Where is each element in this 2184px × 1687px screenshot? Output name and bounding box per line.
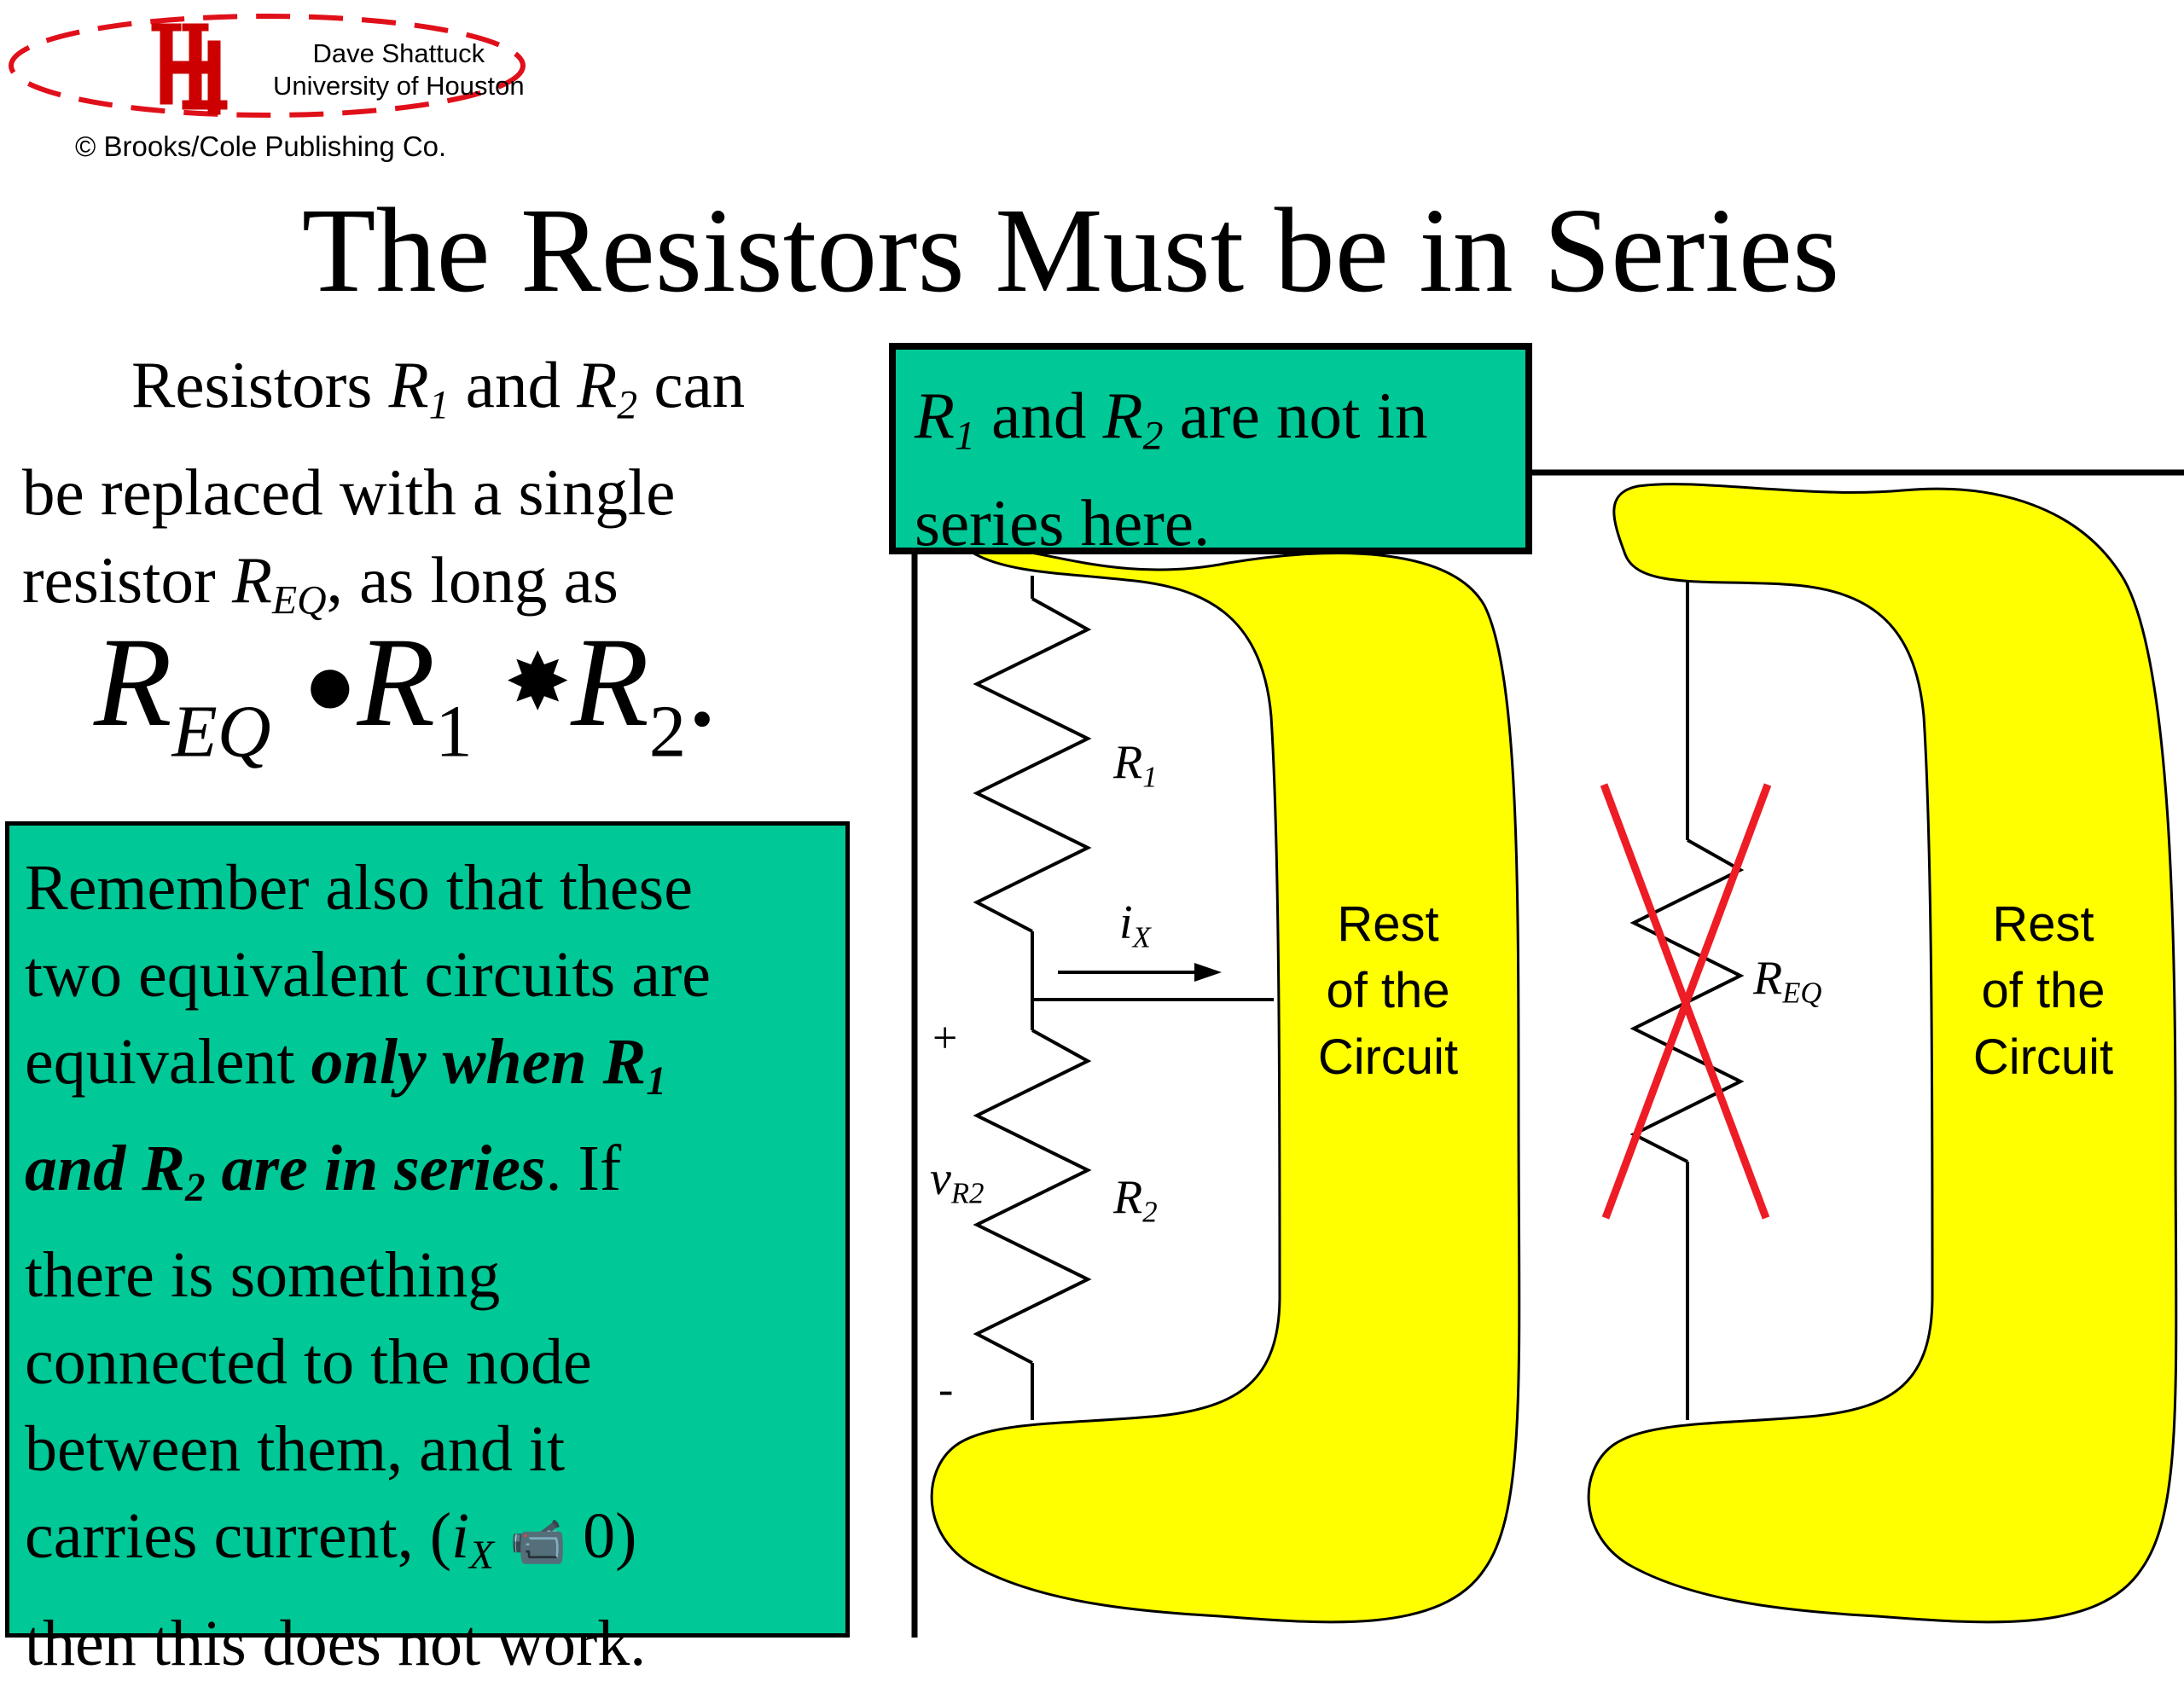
intro-line-3: resistor REQ, as long as <box>22 536 875 644</box>
note-line: carries current, (iX 📹 0) <box>25 1493 834 1599</box>
r1-label-symbol: R <box>1113 736 1143 789</box>
rest-of-circuit-label-left: Rest of the Circuit <box>1281 891 1495 1091</box>
vr2-label-subscript: R2 <box>950 1176 985 1210</box>
note-line: and R2 are in series. If <box>25 1125 834 1232</box>
intro-text: Resistors <box>131 348 389 421</box>
current-arrow-icon <box>1058 963 1222 982</box>
note-emphasis: are in series <box>205 1133 546 1205</box>
r2-symbol: R <box>577 348 618 421</box>
rest-of-circuit-blob-right <box>1587 483 2178 1624</box>
formula-r1-subscript: 1 <box>435 689 473 773</box>
formula-period: . <box>686 612 718 753</box>
intro-text: resistor <box>22 543 232 617</box>
r2-resistor <box>973 1029 1092 1365</box>
circuit-diagram <box>911 469 2184 1638</box>
callout-r1: R <box>915 379 956 452</box>
r2-subscript: 2 <box>617 382 638 428</box>
logo-caption: Dave Shattuck University of Houston <box>273 38 525 102</box>
rest-of-circuit-blob-left <box>930 547 1521 1624</box>
intro-line-2: be replaced with a single <box>22 455 676 530</box>
ix-label-subscript: X <box>1132 920 1151 954</box>
r1-symbol: R <box>388 348 429 421</box>
vr2-label: vR2 <box>930 1151 984 1210</box>
callout-text: are not in <box>1163 379 1428 452</box>
series-formula: REQ ●R1 ✸R2. <box>94 618 718 768</box>
rest-label-line: Circuit <box>1972 1029 2114 1085</box>
r2-label: R2 <box>1113 1170 1158 1229</box>
rest-label-line: of the <box>1981 963 2106 1018</box>
callout-line-2: series here. <box>915 486 1211 560</box>
note-line: two equivalent circuits are <box>25 939 712 1011</box>
req-label-symbol: R <box>1753 952 1783 1005</box>
callout-line-1: R1 and R2 are not in <box>915 372 1517 479</box>
cross-out-mark <box>1600 783 1772 1220</box>
formula-req-subscript: EQ <box>171 689 271 773</box>
intro-text: and <box>449 348 578 421</box>
req-symbol: R <box>231 543 272 617</box>
note-subscript: 2 <box>184 1166 206 1211</box>
note-line: there is something <box>25 1239 501 1312</box>
req-subscript: EQ <box>271 577 327 623</box>
formula-r2-subscript: 2 <box>648 689 687 773</box>
note-subscript: 1 <box>646 1059 666 1104</box>
note-line: Remember also that these <box>25 852 693 924</box>
note-emphasis: only when R <box>311 1026 647 1098</box>
r2-label-subscript: 2 <box>1142 1195 1158 1229</box>
rest-label-line: Rest <box>1992 896 2094 952</box>
note-line: connected to the node <box>25 1326 592 1399</box>
callout-r1-subscript: 1 <box>955 413 975 459</box>
note-ix-subscript: X <box>469 1533 494 1579</box>
slide-title: The Resistors Must be in Series <box>301 183 1840 317</box>
note-line: between them, and it <box>25 1413 566 1486</box>
ix-label: iX <box>1119 896 1151 954</box>
req-label-subscript: EQ <box>1782 976 1822 1010</box>
logo-dashed-ellipse <box>9 14 526 118</box>
camera-glyph-icon: 📹 <box>509 1517 567 1568</box>
intro-text: can <box>637 348 746 421</box>
author-name: Dave Shattuck <box>312 38 485 68</box>
rest-of-circuit-label-right: Rest of the Circuit <box>1937 891 2150 1091</box>
plus-sign: + <box>932 1014 958 1063</box>
callout-box: R1 and R2 are not in series here. <box>889 343 1532 559</box>
callout-r2: R <box>1102 379 1143 452</box>
vr2-label-symbol: v <box>930 1152 951 1205</box>
req-label: REQ <box>1753 951 1822 1010</box>
ix-label-symbol: i <box>1119 896 1133 949</box>
intro-line-1: Resistors R1 and R2 can <box>22 341 875 449</box>
note-text: equivalent <box>25 1026 311 1098</box>
rest-label-line: Rest <box>1337 896 1439 952</box>
rest-label-line: of the <box>1326 963 1450 1018</box>
rest-label-line: Circuit <box>1317 1029 1459 1085</box>
r1-resistor <box>973 597 1092 933</box>
left-circuit <box>973 576 1274 1420</box>
r1-subscript: 1 <box>428 382 450 428</box>
callout-r2-subscript: 2 <box>1142 413 1164 459</box>
formula-r1: R <box>357 612 436 753</box>
copyright-text: © Brooks/Cole Publishing Co. <box>75 130 447 162</box>
callout-text: and <box>974 379 1103 452</box>
institution-name: University of Houston <box>273 71 525 101</box>
uh-logo-mark <box>151 23 228 115</box>
note-text: . If <box>545 1133 622 1205</box>
r1-label-subscript: 1 <box>1142 760 1158 794</box>
university-logo <box>9 14 526 118</box>
formula-req: R <box>94 612 172 753</box>
note-ix-symbol: i <box>451 1500 470 1573</box>
intro-paragraph: Resistors R1 and R2 can be replaced with… <box>22 341 875 645</box>
formula-equals-glyph: ● <box>303 634 357 734</box>
minus-sign: - <box>938 1365 954 1414</box>
note-line: equivalent only when R1 <box>25 1018 834 1125</box>
formula-plus-glyph: ✸ <box>504 639 572 728</box>
formula-r2: R <box>571 612 649 753</box>
r1-label: R1 <box>1113 735 1158 794</box>
intro-text: , as long as <box>326 543 619 617</box>
note-emphasis: and R <box>25 1133 185 1205</box>
r2-label-symbol: R <box>1113 1171 1143 1224</box>
note-text: 0) <box>566 1500 637 1573</box>
note-text: carries current, ( <box>25 1500 452 1573</box>
